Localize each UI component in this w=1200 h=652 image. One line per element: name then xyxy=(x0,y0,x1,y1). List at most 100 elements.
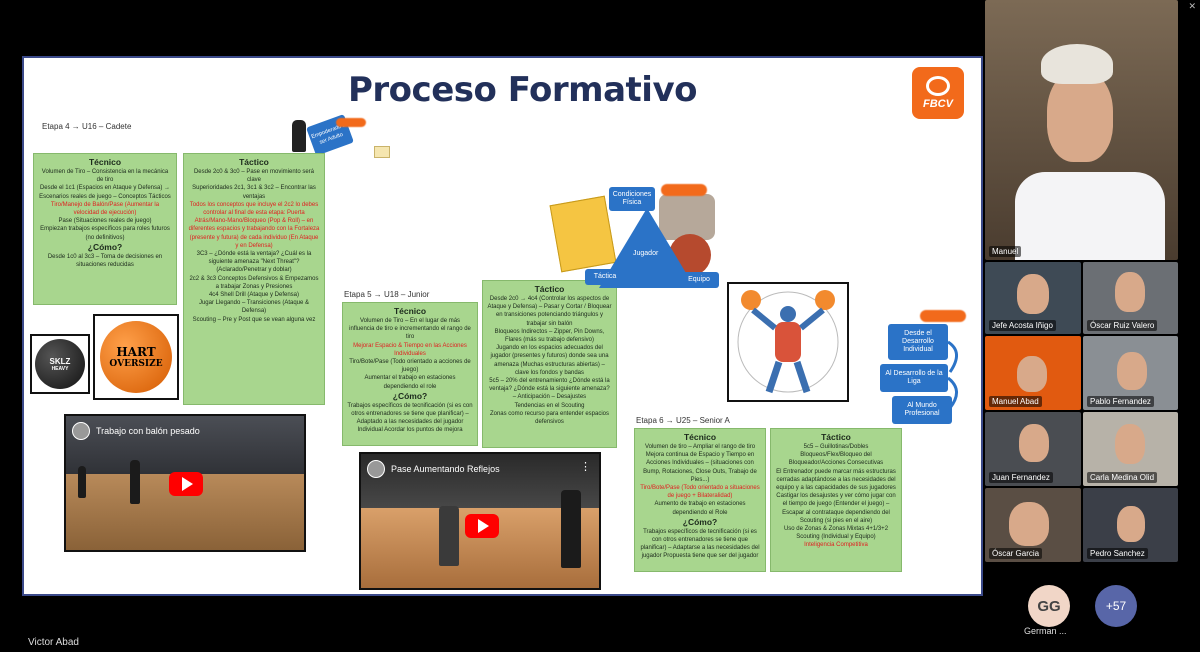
list-item: Inteligencia Competitiva xyxy=(804,542,868,549)
participant-tile[interactable]: Juan Fernandez xyxy=(985,412,1081,486)
athlete-illustration xyxy=(737,290,839,394)
list-item: Empiezan trabajos específicos para roles… xyxy=(40,226,170,241)
coach-figure xyxy=(561,490,581,568)
participant-name: Óscar Ruiz Valero xyxy=(1087,320,1158,331)
u25-tactico-box: Táctico 5c5 – Guillotinas/Dobles Bloqueo… xyxy=(770,428,902,572)
flow-step-1: Desde el Desarrollo Individual xyxy=(888,324,948,360)
participant-avatar-name: German ... xyxy=(1024,626,1067,636)
book-icon xyxy=(374,146,390,158)
triangle-top: Condiciones Física xyxy=(609,187,655,211)
u18-tecnico-box: Técnico Volumen de Tiro – En el lugar de… xyxy=(342,302,478,446)
participant-tile[interactable]: Óscar Ruiz Valero xyxy=(1083,262,1178,334)
participant-face xyxy=(1009,502,1049,546)
more-participants-button[interactable]: +57 xyxy=(1095,585,1137,627)
participant-face xyxy=(1115,424,1145,464)
speaker-tile[interactable]: Manuel xyxy=(985,0,1178,260)
list-item: Uso de Zonas & Zonas Mixtas 4+1/3+2 xyxy=(783,526,889,533)
player-silhouette-icon xyxy=(292,120,306,152)
participant-face xyxy=(1117,352,1147,390)
participant-avatar[interactable]: GG xyxy=(1028,585,1070,627)
video-title: Trabajo con balón pesado xyxy=(96,426,200,436)
u25-tactico-title: Táctico xyxy=(821,432,851,442)
participant-tile[interactable]: Manuel Abad xyxy=(985,336,1081,410)
flow-arrows xyxy=(947,340,958,409)
list-item: Tiro/Bote/Pase (Todo orientado a situaci… xyxy=(640,485,760,500)
stage-5-label: Etapa 5 → U18 – Junior xyxy=(344,290,430,299)
speaker-face xyxy=(1047,70,1113,162)
participant-name: Manuel Abad xyxy=(989,396,1042,407)
player-triangle-diagram: Condiciones Física Jugador Táctica Equip… xyxy=(549,184,739,344)
presenter-name: Victor Abad xyxy=(28,637,79,648)
list-item: Zonas como recurso para entender espacio… xyxy=(489,410,610,426)
list-item: Volumen de Tiro – En el lugar de más inf… xyxy=(349,318,471,341)
u18-tactico-title: Táctico xyxy=(534,284,565,294)
close-icon[interactable]: ✕ xyxy=(1188,2,1196,12)
list-item: Aumento de trabajo en estaciones dependi… xyxy=(654,501,746,516)
list-item: Jugando en los espacios adecuados del ju… xyxy=(490,345,609,376)
ball-sub: HEAVY xyxy=(51,365,69,372)
participant-tile[interactable]: Pablo Fernandez xyxy=(1083,336,1178,410)
participant-name: Pablo Fernandez xyxy=(1087,396,1154,407)
video-title: Pase Aumentando Reflejos xyxy=(391,464,500,474)
u25-como-text: Trabajos específicos de tecnificación (s… xyxy=(640,528,760,560)
participant-name: Carla Medina Olid xyxy=(1087,472,1158,483)
ball-sub: OVERSIZE xyxy=(109,359,163,369)
speaker-shirt xyxy=(1015,172,1165,260)
video-heavy-ball[interactable]: Trabajo con balón pesado xyxy=(64,414,306,552)
triangle-center: Jugador xyxy=(633,250,659,257)
participant-tile[interactable]: Carla Medina Olid xyxy=(1083,412,1178,486)
list-item: Tiro/Bote/Pase (Todo orientado a accione… xyxy=(349,359,471,374)
oversize-ball-image: HART OVERSIZE xyxy=(93,314,179,400)
participant-tile[interactable]: Óscar Garcia xyxy=(985,488,1081,562)
list-item: 5c5 – 20% del entrenamiento ¿Dónde está … xyxy=(489,378,610,401)
participant-name: Juan Fernandez xyxy=(989,472,1053,483)
highlight-blob xyxy=(661,184,707,196)
list-item: Mejorar Espacio & Tiempo en las Acciones… xyxy=(353,342,467,357)
athlete-anatomy-image xyxy=(727,282,849,402)
stage-4-label: Etapa 4 → U16 – Cadete xyxy=(42,122,132,131)
list-item: Aumentar el trabajo en estaciones depend… xyxy=(364,375,456,390)
list-item: Bloqueos Indirectos – Zipper, Pin Downs,… xyxy=(494,328,605,344)
participant-face xyxy=(1017,274,1049,314)
channel-avatar xyxy=(367,460,385,478)
participant-tile[interactable]: Pedro Sanchez xyxy=(1083,488,1178,562)
federation-logo: FBCV xyxy=(912,67,964,119)
gym-wall xyxy=(361,454,599,512)
list-item: Jugar Llegando – Transiciones (Ataque & … xyxy=(198,300,310,315)
ball-brand: HART xyxy=(116,345,156,359)
list-item: 2c2 & 3c3 Conceptos Defensivos & Empezam… xyxy=(189,275,319,290)
ball-brand: SKLZ xyxy=(49,356,71,366)
flow-step-3: Al Mundo Profesional xyxy=(892,396,952,424)
u18-tactico-box: Táctico Desde 2c0 → 4c4 (Controlar los a… xyxy=(482,280,617,448)
youtube-play-icon[interactable] xyxy=(169,472,203,496)
participant-tile[interactable]: Jefe Acosta Iñigo xyxy=(985,262,1081,334)
list-item: 5c5 – Guillotinas/Dobles Bloqueos/Flex/B… xyxy=(788,444,884,467)
list-item: Scouting – Pre y Post que se vean alguna… xyxy=(192,316,316,323)
u16-tactico-box: Táctico Desde 2c0 & 3c0 – Pase en movimi… xyxy=(183,153,325,405)
list-item: Desde el 1c1 (Espacios en Ataque y Defen… xyxy=(39,185,171,200)
participant-face xyxy=(1017,356,1047,392)
u18-como-text: Trabajos específicos de tecnificación (s… xyxy=(347,402,473,434)
list-item: Todos los conceptos que incluye el 2c2 l… xyxy=(188,201,320,249)
u16-tactico-title: Táctico xyxy=(239,157,269,167)
speaker-hair xyxy=(1041,44,1113,84)
u18-tecnico-title: Técnico xyxy=(393,306,427,316)
list-item: 4c4 Shell Drill (Ataque y Defensa) xyxy=(208,292,300,299)
list-item: Castigar los desajustes y ver cómo jugar… xyxy=(776,493,896,524)
youtube-play-icon[interactable] xyxy=(465,514,499,538)
more-options-icon[interactable]: ⋮ xyxy=(580,461,591,473)
u16-como-text: Desde 1c0 al 3c3 – Toma de decisiones en… xyxy=(47,253,163,269)
u25-tecnico-title: Técnico xyxy=(683,432,717,442)
list-item: Tendencias en el Scouting xyxy=(514,402,585,409)
u16-tecnico-box: Técnico Volumen de Tiro – Consistencia e… xyxy=(33,153,177,305)
list-item: Desde 2c0 & 3c0 – Pase en movimiento ser… xyxy=(193,169,315,184)
list-item: Tiro/Manejo de Balón/Pase (Aumentar la v… xyxy=(50,201,160,217)
list-item: Volumen de Tiro – Consistencia en la mec… xyxy=(41,169,169,184)
u25-tecnico-box: Técnico Volumen de tiro – Ampliar el ran… xyxy=(634,428,766,572)
video-reflex-pass[interactable]: Pase Aumentando Reflejos ⋮ xyxy=(359,452,601,590)
slide-title: Proceso Formativo xyxy=(348,70,697,110)
list-item: Pase (Situaciones reales de juego) xyxy=(58,218,152,225)
player-figure xyxy=(439,506,459,566)
player-figure xyxy=(130,460,140,504)
